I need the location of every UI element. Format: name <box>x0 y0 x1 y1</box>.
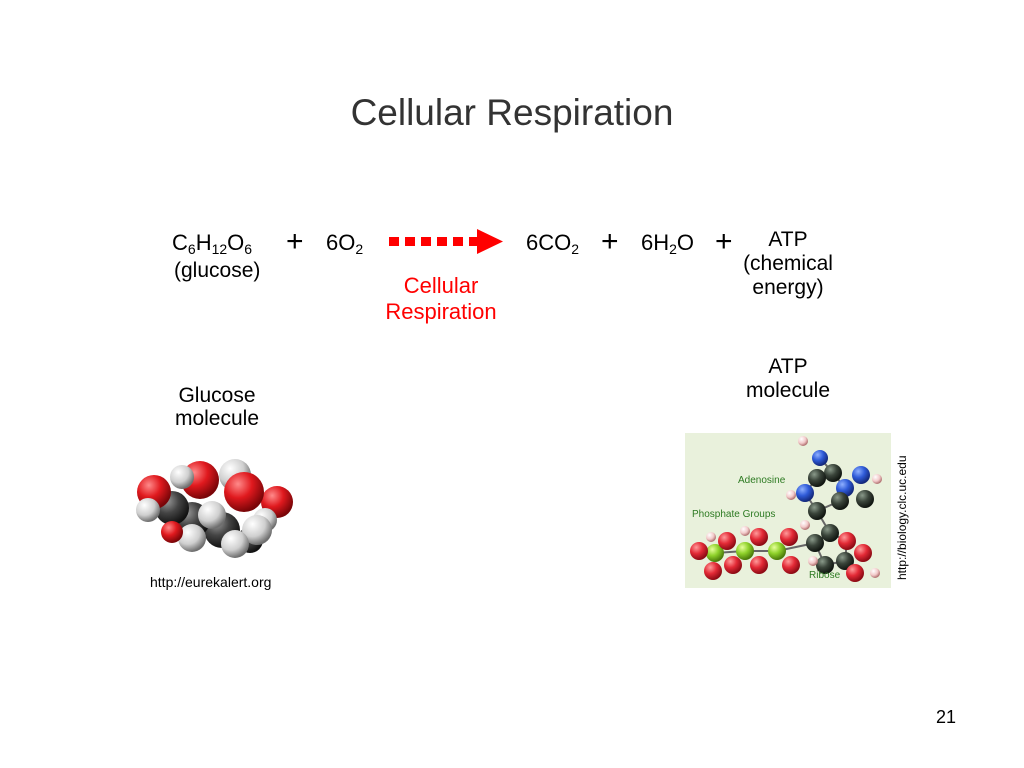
arrow-head <box>477 229 503 254</box>
glucose-molecule-image <box>136 459 293 558</box>
slide-title: Cellular Respiration <box>350 92 674 133</box>
plus-sign-3: + <box>715 225 733 258</box>
glucose-molecule-label: Glucose molecule <box>150 384 284 430</box>
arrow-dash-3 <box>421 237 431 246</box>
arrow-dash-2 <box>405 237 415 246</box>
formula-o-sub: 6 <box>244 241 253 257</box>
arrow-dash-1 <box>389 237 399 246</box>
arrow-label-line-2: Respiration <box>385 299 497 324</box>
atp-molecule-image: Adenosine Phosphate Groups Ribose <box>685 433 891 588</box>
atp-product: ATP (chemical energy) <box>728 228 848 300</box>
arrow-label-line-1: Cellular <box>403 273 479 298</box>
formula-h: H <box>195 230 212 255</box>
atp-molecule-label: ATP molecule <box>730 355 846 403</box>
co2-main: 6CO <box>526 230 572 255</box>
atp-label-line-2: molecule <box>745 379 831 402</box>
glucose-label-line-1: Glucose <box>178 384 256 407</box>
water-sub: 2 <box>669 241 677 257</box>
glucose-formula: C6H12O6 <box>172 230 252 256</box>
atp-product-line-3: energy) <box>752 276 824 299</box>
glucose-caption: (glucose) <box>174 259 261 282</box>
page-number: 21 <box>936 707 957 727</box>
atp-image-credit: http://biology.clc.uc.edu <box>895 455 909 580</box>
atp-ribose-label: Ribose <box>809 570 841 581</box>
oxygen-main: 6O <box>326 230 356 255</box>
formula-c-sub: 6 <box>187 241 196 257</box>
glucose-label-line-2: molecule <box>174 407 260 430</box>
arrow-dash-4 <box>437 237 447 246</box>
water-o: O <box>676 230 695 255</box>
formula-c: C <box>172 230 188 255</box>
oxygen-sub: 2 <box>355 241 364 257</box>
formula-h-sub: 12 <box>211 241 228 257</box>
atp-label-line-1: ATP <box>768 355 808 378</box>
atp-phosphate-label: Phosphate Groups <box>692 509 776 520</box>
glucose-image-credit: http://eurekalert.org <box>150 574 272 590</box>
oxygen-formula: 6O2 <box>326 230 363 256</box>
water-h: 6H <box>641 230 670 255</box>
plus-sign-2: + <box>601 225 619 258</box>
water-formula: 6H2O <box>641 230 694 256</box>
atp-product-line-2: (chemical <box>743 252 833 275</box>
arrow-dash-5 <box>453 237 463 246</box>
plus-sign-1: + <box>286 225 304 258</box>
atp-product-name: ATP <box>768 228 808 251</box>
arrow-dash-6 <box>469 237 477 246</box>
co2-sub: 2 <box>571 241 580 257</box>
atp-adenosine-label: Adenosine <box>738 475 786 486</box>
atp-molecule-drawing <box>690 436 882 582</box>
co2-formula: 6CO2 <box>526 230 579 256</box>
arrow-label: Cellular Respiration <box>370 273 512 325</box>
formula-o: O <box>227 230 245 255</box>
reaction-arrow <box>389 229 503 254</box>
